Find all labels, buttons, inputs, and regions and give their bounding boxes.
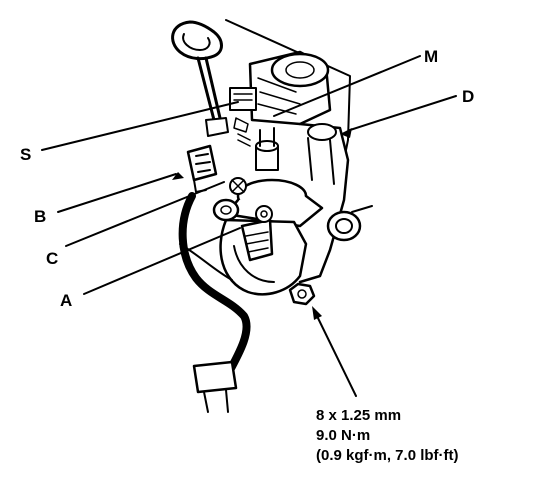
spec-torque-alt: (0.9 kgf·m, 7.0 lbf·ft) — [316, 447, 459, 464]
motor-housing — [224, 122, 350, 284]
solenoid — [229, 50, 332, 126]
leader-d — [349, 95, 457, 131]
leader-c — [65, 181, 225, 247]
label-a: A — [60, 291, 72, 310]
leader-a — [83, 227, 241, 295]
label-s: S — [20, 145, 31, 164]
terminal-posts — [233, 117, 279, 171]
arrowhead-d — [340, 128, 352, 138]
callout-labels: M D S B C A — [20, 47, 474, 310]
torque-spec: 8 x 1.25 mm 9.0 N·m (0.9 kgf·m, 7.0 lbf·… — [316, 407, 459, 464]
leader-spec — [315, 313, 357, 397]
arrowhead-b — [172, 172, 184, 180]
leader-lines — [41, 55, 457, 397]
arrowhead-spec — [312, 306, 322, 320]
terminal-nuts — [212, 177, 247, 222]
label-m: M — [424, 47, 438, 66]
dipstick — [171, 20, 229, 137]
label-d: D — [462, 87, 474, 106]
leader-b — [57, 173, 177, 213]
leader-s — [41, 101, 239, 151]
grommet — [326, 205, 373, 242]
spec-torque-nm: 9.0 N·m — [316, 427, 370, 444]
connector — [186, 144, 218, 193]
mounting-nut — [288, 282, 316, 306]
label-b: B — [34, 207, 46, 226]
starter-motor-illustration — [171, 19, 373, 413]
label-c: C — [46, 249, 58, 268]
cable — [178, 192, 251, 413]
drive-housing — [219, 205, 308, 296]
spec-size: 8 x 1.25 mm — [316, 407, 401, 424]
leader-m — [273, 55, 421, 117]
